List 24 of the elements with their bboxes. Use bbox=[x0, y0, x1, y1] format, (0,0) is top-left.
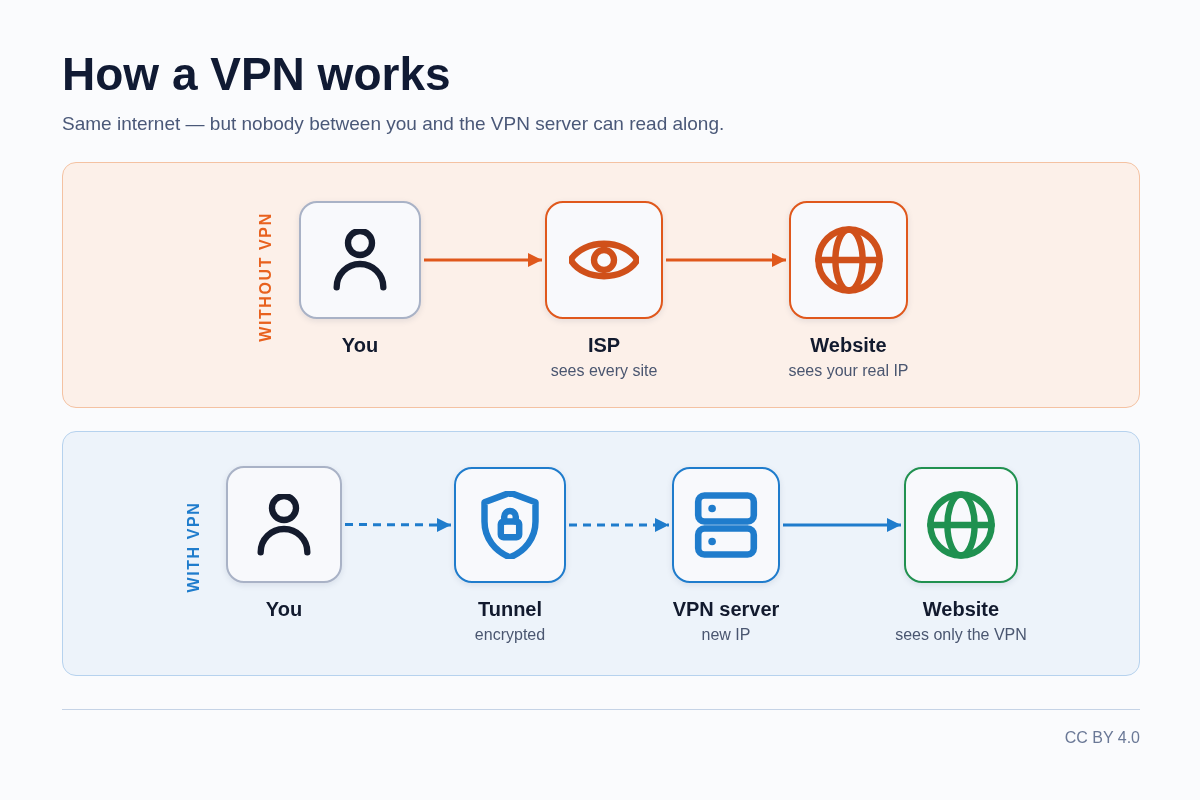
node-label: Tunnel bbox=[477, 597, 543, 621]
node-label: Website bbox=[922, 597, 1000, 621]
dashed-arrow bbox=[569, 518, 669, 532]
node-label: You bbox=[265, 597, 303, 621]
section-panel bbox=[62, 431, 1140, 676]
license-text: CC BY 4.0 bbox=[1064, 728, 1140, 748]
section-label: WITHOUT VPN bbox=[257, 212, 275, 342]
node-caption: new IP bbox=[701, 625, 751, 645]
node-caption: encrypted bbox=[474, 625, 546, 645]
section-label: WITH VPN bbox=[185, 501, 203, 593]
arrow bbox=[783, 518, 901, 532]
subtitle: Same internet — but nobody between you and the VPN server can read along. bbox=[62, 113, 725, 135]
node-caption: sees only the VPN bbox=[895, 625, 1027, 645]
node-label: ISP bbox=[587, 333, 621, 357]
arrow bbox=[666, 253, 786, 267]
section-panel bbox=[62, 162, 1140, 408]
node-caption: sees your real IP bbox=[788, 361, 909, 381]
node-caption: sees every site bbox=[550, 361, 658, 381]
node-label: Website bbox=[810, 333, 887, 357]
dashed-arrow bbox=[345, 517, 451, 532]
arrow bbox=[424, 253, 542, 267]
node-label: You bbox=[341, 333, 379, 357]
title: How a VPN works bbox=[62, 51, 451, 97]
node-label: VPN server bbox=[672, 597, 780, 621]
